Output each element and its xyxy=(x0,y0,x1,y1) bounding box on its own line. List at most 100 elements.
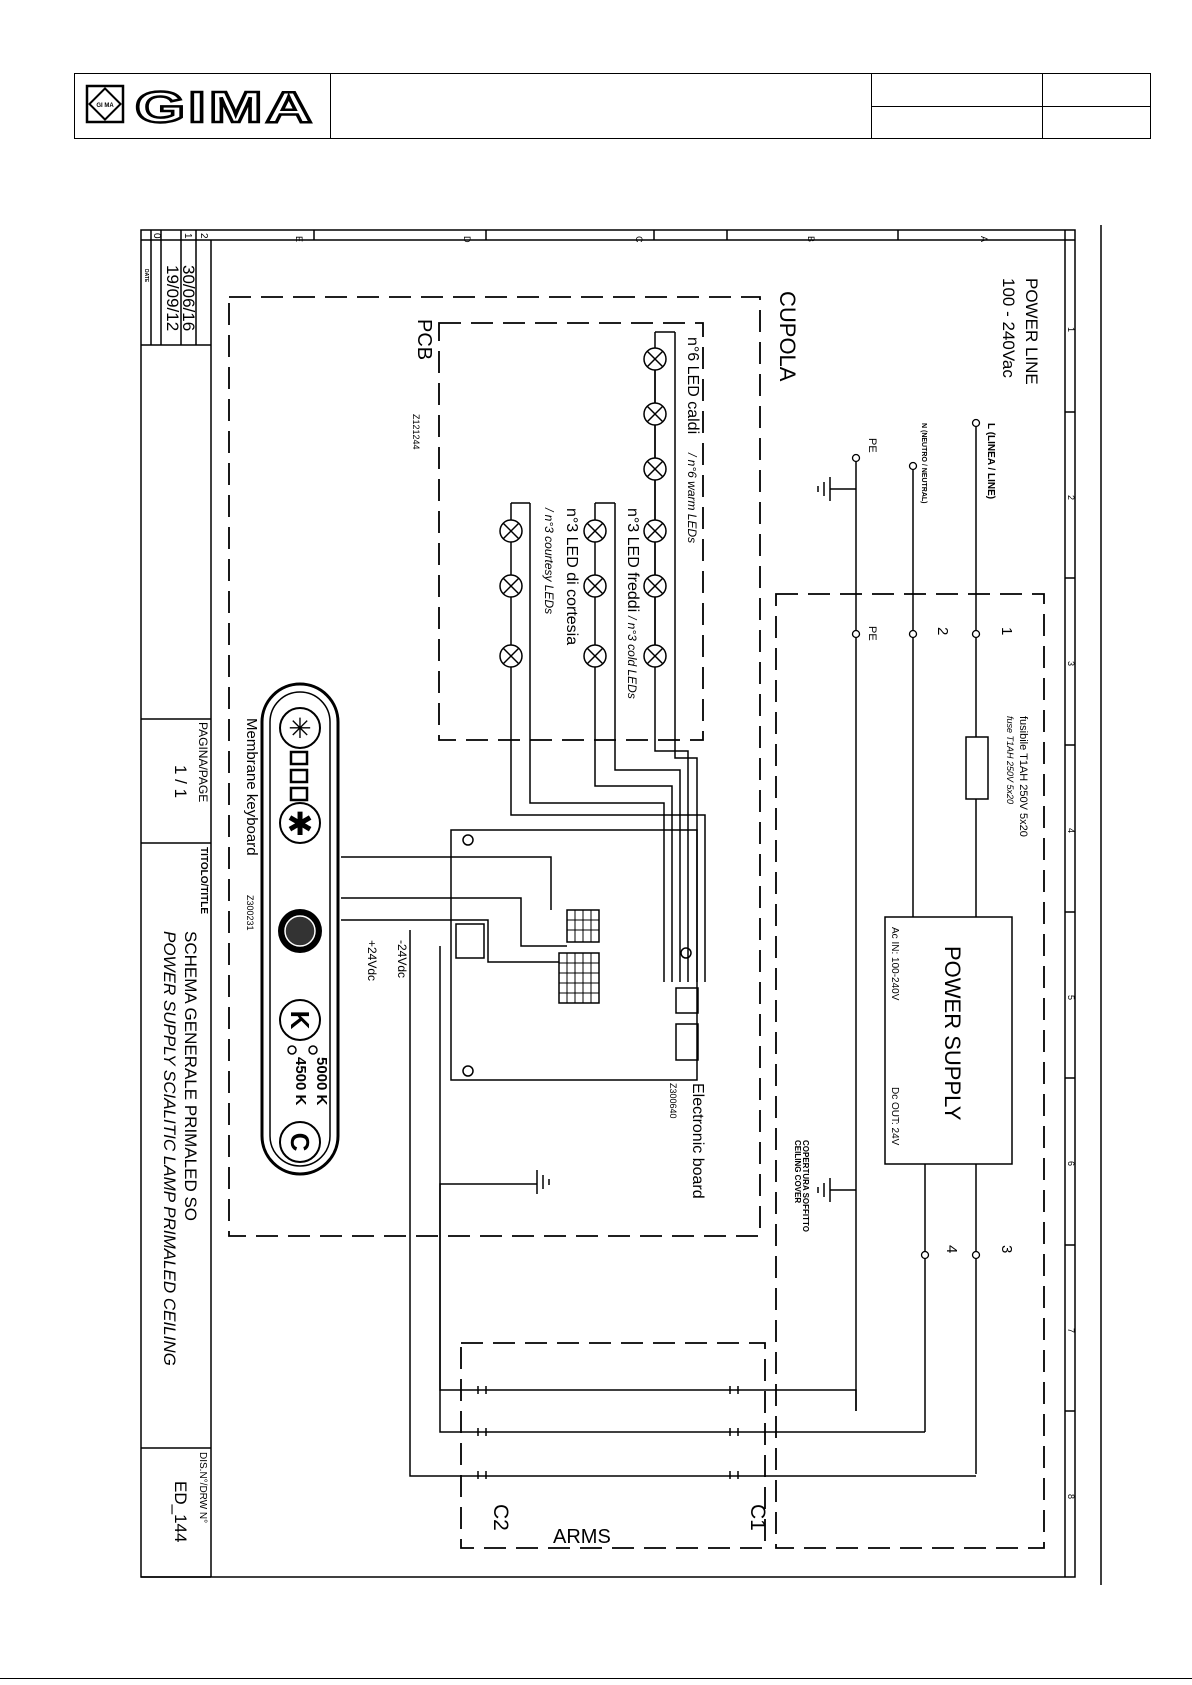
terminal-1-label: 1 xyxy=(998,627,1015,635)
rev-number-0: 0 xyxy=(151,233,162,239)
connector-5 xyxy=(455,923,485,959)
warm-leds xyxy=(643,347,667,668)
arms-label: ARMS xyxy=(553,1526,611,1548)
warm-leds-label-en: / n°6 warm LEDs xyxy=(685,452,699,543)
key-k xyxy=(279,999,321,1041)
courtesy-leds xyxy=(499,519,523,668)
membrane-code: Z300231 xyxy=(245,895,255,931)
cold-leds-label-it: n°3 LED freddi xyxy=(624,508,641,612)
fuse-label-en: fuse T1AH 250V 5x20 xyxy=(1005,716,1015,804)
membrane-label: Membrane keyboard xyxy=(243,718,260,856)
title-label: TITOLO/TITLE xyxy=(198,847,209,914)
fuse-label-it: fusibile T1AH 250V 5x20 xyxy=(1017,716,1029,837)
courtesy-leds-label-en: / n°3 courtesy LEDs xyxy=(542,507,556,614)
title-line-1: SCHEMA GENERALE PRIMALED SO xyxy=(181,931,200,1221)
connector-4 xyxy=(675,1023,699,1061)
mains-wiring xyxy=(830,423,1013,1474)
terminals xyxy=(851,418,981,1260)
title-block-header: GI MA GIMA xyxy=(74,73,1151,139)
sun-icon: ✳ xyxy=(288,713,311,744)
connector-2 xyxy=(558,952,600,1004)
logo-badge-text: GI MA xyxy=(96,103,114,109)
title-line-2: POWER SUPPLY SCIALITIC LAMP PRIMALED CEI… xyxy=(160,931,179,1366)
arms-connectors xyxy=(477,1386,739,1479)
warm-leds-label-it: n°6 LED caldi xyxy=(684,337,701,434)
k5000-label: 5000 K xyxy=(313,1057,330,1106)
row-label-6: 6 xyxy=(1066,1161,1076,1166)
terminal-3-label: 3 xyxy=(998,1245,1015,1253)
row-label-8: 8 xyxy=(1066,1494,1076,1499)
date-label: DATE xyxy=(143,269,149,283)
row-label-3: 3 xyxy=(1066,661,1076,666)
row-label-2: 2 xyxy=(1066,495,1076,500)
terminal-2-label: 2 xyxy=(934,627,951,635)
ruler-labels: E D C B A 1 2 3 4 5 6 7 8 xyxy=(294,236,1076,1499)
drawing-no-label: DIS.N°/DRW N° xyxy=(197,1452,208,1523)
terminal-4-label: 4 xyxy=(943,1245,960,1253)
header-cell-3 xyxy=(871,107,1043,138)
col-label-d: D xyxy=(462,236,472,243)
logo-wordmark: GIMA xyxy=(135,83,315,132)
cupola-label: CUPOLA xyxy=(775,291,800,382)
pcb-label: PCB xyxy=(413,319,435,360)
rev-date-0: 19/09/12 xyxy=(163,265,182,331)
header-cell-2 xyxy=(1043,74,1150,107)
diagram-labels: POWER LINE 100 - 240Vac L (LINEA / LINE)… xyxy=(243,278,1041,1548)
rev-number-1: 1 xyxy=(182,233,193,239)
board-code: Z300640 xyxy=(668,1083,678,1119)
electronic-board-label: Electronic board xyxy=(689,1083,706,1199)
cold-leds xyxy=(583,519,607,668)
col-label-c: C xyxy=(634,236,644,243)
line-n-label: N (NEUTRO / NEUTRAL) xyxy=(920,423,927,504)
line-l-label: L (LINEA / LINE) xyxy=(985,423,996,499)
led-wiring xyxy=(510,331,706,982)
asterisk-icon: ✱ xyxy=(287,806,314,842)
dc-out-label: Dc OUT: 24V xyxy=(889,1087,900,1146)
row-label-7: 7 xyxy=(1066,1328,1076,1333)
ground-symbols xyxy=(536,477,831,1202)
drawing-no: ED_144 xyxy=(171,1481,190,1542)
ceiling-label-en: CEILING COVER xyxy=(793,1140,802,1203)
gima-logo: GI MA GIMA xyxy=(85,82,315,133)
c1-label: C1 xyxy=(746,1504,769,1531)
pe-terminal-label: PE xyxy=(866,626,878,641)
membrane-keyboard: ✳ ✱ K 5000 K 4500 K C xyxy=(260,682,340,1176)
header-cell-1 xyxy=(871,74,1043,107)
drawing-frame xyxy=(140,225,1102,1585)
key-c xyxy=(279,1121,321,1163)
pe-label: PE xyxy=(866,438,878,453)
col-label-a: A xyxy=(979,236,989,242)
logo-cell: GI MA GIMA xyxy=(75,74,331,138)
power-line-label: POWER LINE xyxy=(1022,278,1041,385)
enclosures xyxy=(228,296,1045,1549)
pcb-code: Z121244 xyxy=(411,414,421,450)
page-label: PAGINA/PAGE xyxy=(196,722,210,802)
c2-label: C2 xyxy=(489,1504,512,1531)
electronic-board xyxy=(341,829,976,1477)
ceiling-enclosure xyxy=(775,593,1045,1549)
power-supply-label: POWER SUPPLY xyxy=(940,946,965,1121)
connector-3 xyxy=(675,987,699,1014)
key-courtesy xyxy=(279,802,321,844)
cold-leds-label-en: / n°3 cold LEDs xyxy=(625,615,639,699)
rev-number-2: 2 xyxy=(198,233,209,239)
key-c-label: C xyxy=(285,1133,315,1152)
page-value: 1 / 1 xyxy=(171,765,190,798)
arms-enclosure xyxy=(460,1342,766,1549)
power-supply-box xyxy=(884,916,1013,1165)
pcb-enclosure xyxy=(438,322,704,741)
row-label-1: 1 xyxy=(1066,327,1076,332)
led-symbols xyxy=(499,347,667,668)
footer-rule xyxy=(0,1678,1192,1679)
power-icon xyxy=(284,915,316,947)
ceiling-label-it: COPERTURA SOFFITTO xyxy=(801,1140,810,1232)
minus24-label: -24Vdc xyxy=(395,940,409,978)
col-label-b: B xyxy=(806,236,816,242)
fuse-symbol xyxy=(965,736,989,800)
ac-in-label: Ac IN: 100-240V xyxy=(889,927,900,1001)
key-k-label: K xyxy=(285,1011,315,1030)
k4500-label: 4500 K xyxy=(292,1057,309,1106)
rev-date-1: 30/06/16 xyxy=(179,265,198,331)
level-bars-icon xyxy=(289,750,309,802)
